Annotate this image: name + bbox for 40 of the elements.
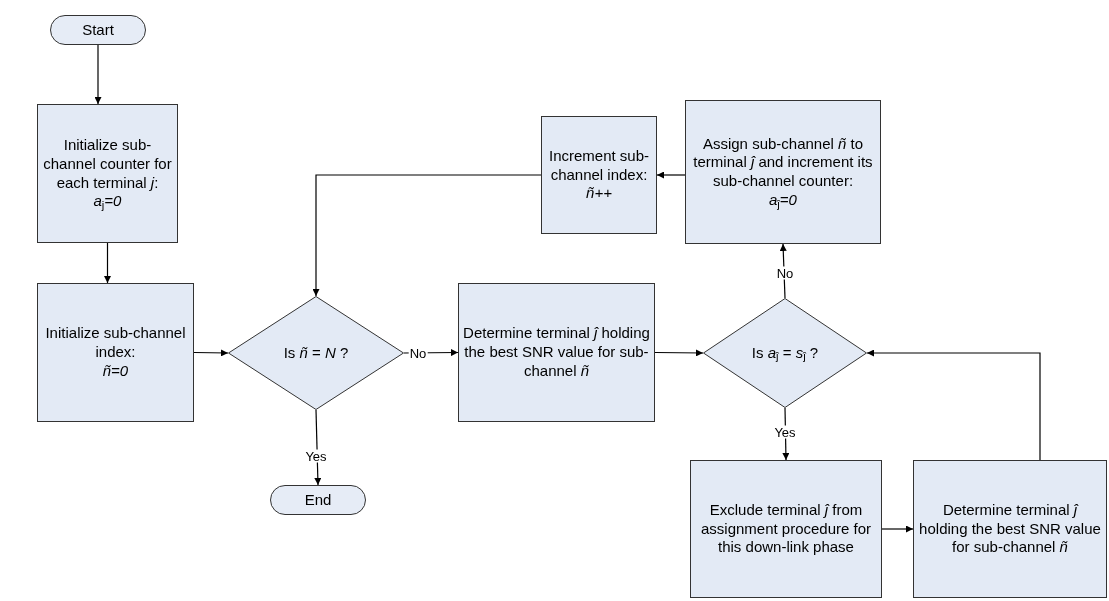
process-text: Initialize sub-channel index: [44,324,187,362]
process-text: ñ++ [586,184,612,204]
process-box [685,100,881,244]
process-box [458,283,655,422]
terminal-pill [50,15,146,45]
process-box [913,460,1107,598]
terminal-label: End [304,490,332,510]
process-text: ñ=0 [102,361,129,381]
edge-label: No [408,346,428,360]
arrow [656,171,686,179]
edge-label: No [775,266,795,280]
process-text: Determine terminal ĵ holding the best SNR value for sub-channel ñ [918,500,1102,558]
decision-text: Is a$_{ĵ}$ = s$_{ĵ}$ ? [751,343,819,363]
arrow [314,409,322,486]
process-box [690,460,882,598]
process-text: a$_{ĵ}$=0 [769,190,797,210]
process-box [541,116,657,234]
process-text: Initialize sub-channel counter for each terminal j: [42,136,173,193]
arrow [193,349,229,357]
process-text: a$_{j}$=0 [93,192,122,211]
terminal-pill [270,485,366,515]
process-box [37,283,194,422]
process-text: Determine terminal ĵ holding the best SNR value for sub-channel ñ [463,324,650,381]
edge-label: Yes [304,449,328,463]
edge-label: Yes [773,425,797,439]
arrow [654,349,704,357]
decision-diamond [703,298,867,408]
process-box [37,104,178,243]
arrow [866,349,1041,461]
process-text: Assign sub-channel ñ to terminal ĵ and increment its sub-channel counter: [692,134,874,191]
process-text: Exclude terminal ĵ from assignment procedure for this down-link phase [699,500,873,558]
arrow [94,44,102,105]
terminal-label: Start [82,20,114,40]
process-text: Increment sub-channel index: [547,146,650,185]
decision-text: Is ñ = N ? [283,343,349,363]
arrow [881,525,914,533]
arrow [104,242,111,284]
arrow [782,407,790,461]
arrow [312,174,542,297]
decision-diamond [228,296,404,410]
